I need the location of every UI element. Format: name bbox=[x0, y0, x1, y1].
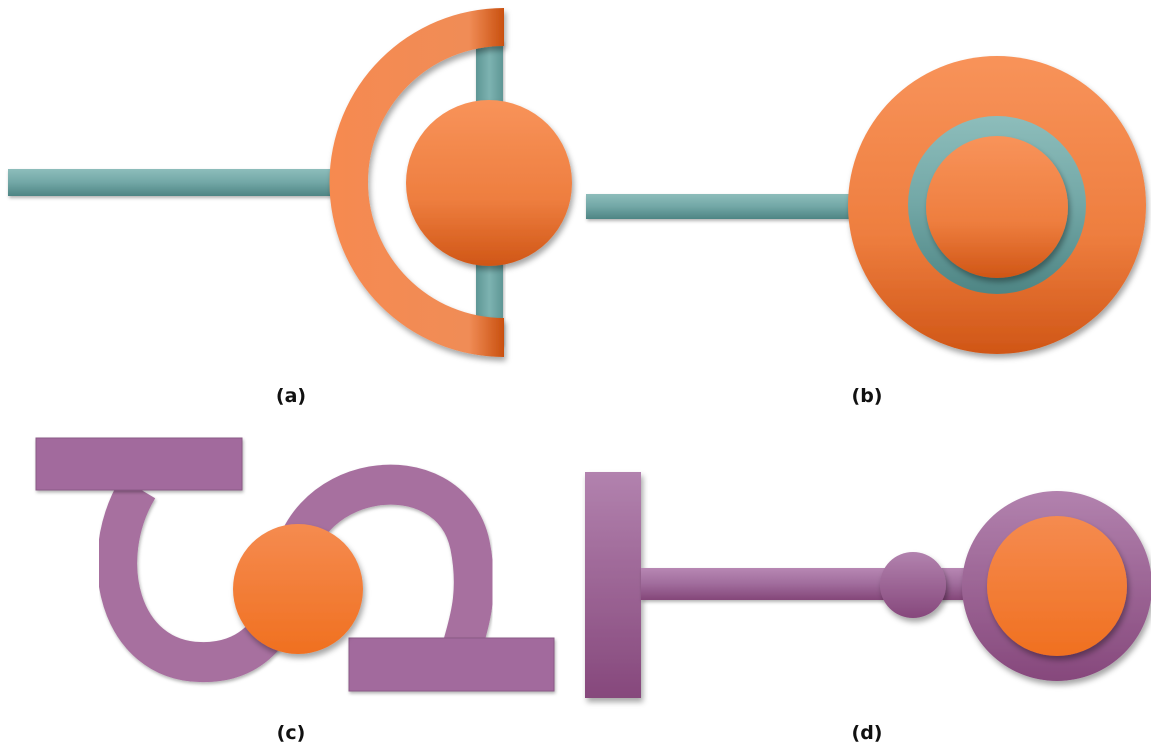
panel-c bbox=[35, 437, 555, 692]
orange-ball bbox=[406, 100, 572, 266]
panel-a bbox=[8, 8, 572, 357]
panel-b bbox=[586, 56, 1146, 354]
panel-d bbox=[585, 472, 1151, 698]
orange-inner-disk bbox=[926, 136, 1068, 278]
caption-b: (b) bbox=[852, 385, 883, 407]
purple-loop-right bbox=[270, 464, 494, 654]
caption-d: (d) bbox=[852, 722, 883, 744]
caption-a: (a) bbox=[276, 385, 306, 407]
purple-plate bbox=[585, 472, 641, 698]
teal-rod-horizontal bbox=[586, 194, 858, 219]
orange-socket-arc bbox=[329, 8, 504, 357]
orange-ball bbox=[233, 524, 363, 654]
teal-rod-horizontal bbox=[8, 169, 334, 196]
orange-ball bbox=[987, 516, 1127, 656]
caption-c: (c) bbox=[277, 722, 306, 744]
purple-bar-top bbox=[35, 437, 243, 491]
purple-bar-bottom bbox=[348, 637, 555, 692]
purple-knob bbox=[880, 552, 946, 618]
